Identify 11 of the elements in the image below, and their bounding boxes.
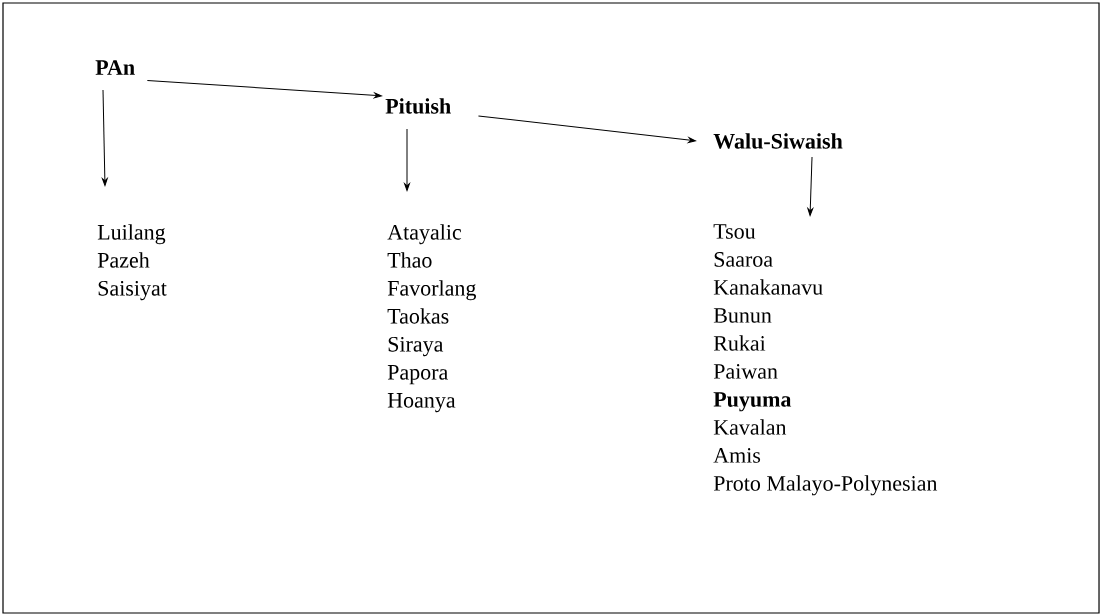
group-heading: Walu-Siwaish [713,133,843,149]
language-list: Luilang Pazeh Saisiyat [97,224,167,301]
group-heading: Pituish [385,98,451,114]
language-list: Tsou Saaroa Kanakanavu Bunun Rukai Paiwan Puyuma Kavalan Amis Proto Malayo-Polynesian [713,224,938,496]
language-list: Atayalic Thao Favorlang Taokas Siraya Papora Hoanya [387,224,476,413]
arrow [807,156,814,216]
arrow [146,79,382,99]
arrow [404,128,410,191]
arrow [477,115,696,143]
group-heading: PAn [95,60,135,75]
arrow [101,89,108,186]
